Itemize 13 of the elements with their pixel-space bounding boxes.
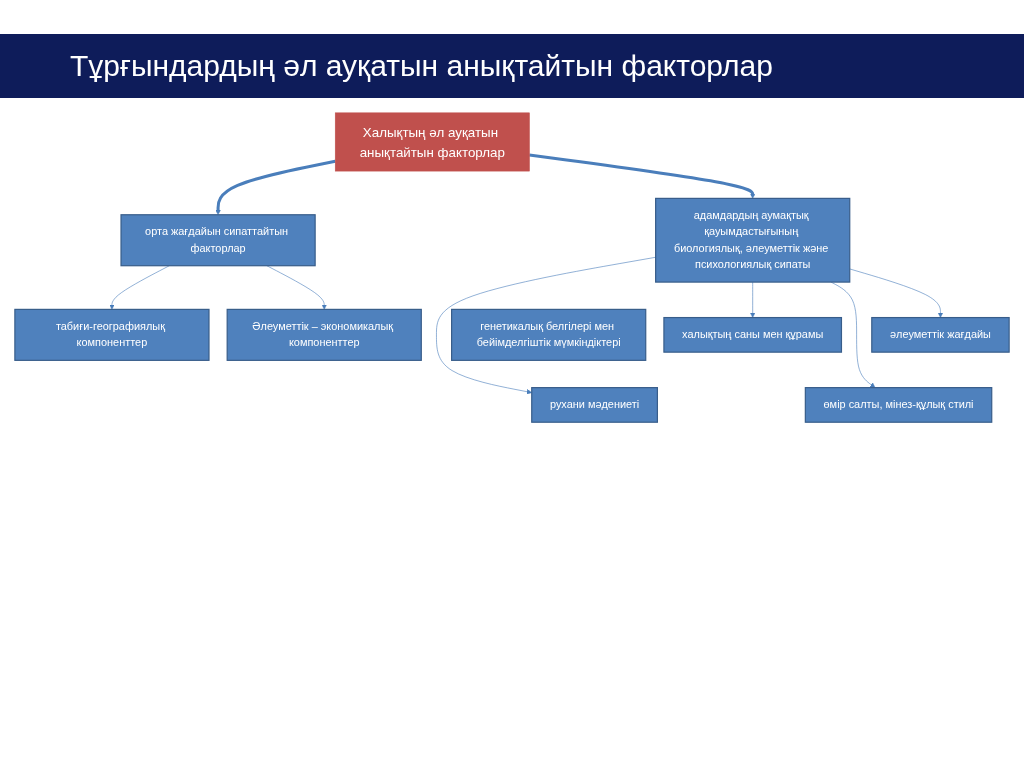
node-box: рухани мәдениеті [531,387,658,423]
node-box: генетикалық белгілері мен бейімделгіштік мүмкіндіктері [451,308,647,361]
node-box: өмір салты, мінез-құлық стилі [804,387,993,423]
node-box: орта жағдайын сипаттайтын факторлар [120,214,316,267]
node-box: Халықтың әл ауқатын анықтайтын факторлар [334,112,530,172]
title-banner: Тұрғындардың әл ауқатын анықтайтын факторлар [0,34,1024,98]
node-box: Әлеуметтік – экономикалық компоненттер [226,308,422,361]
node-box: халықтың саны мен құрамы [663,316,843,353]
node-box: адамдардың аумақтық қауымдастығының биологиялық, әлеуметтік және психологиялық сипаты [655,197,851,283]
node-box: табиғи-географиялық компоненттер [14,308,210,361]
node-box: әлеуметтік жағдайы [871,316,1010,353]
arrow [215,159,336,215]
arrow [529,153,756,199]
